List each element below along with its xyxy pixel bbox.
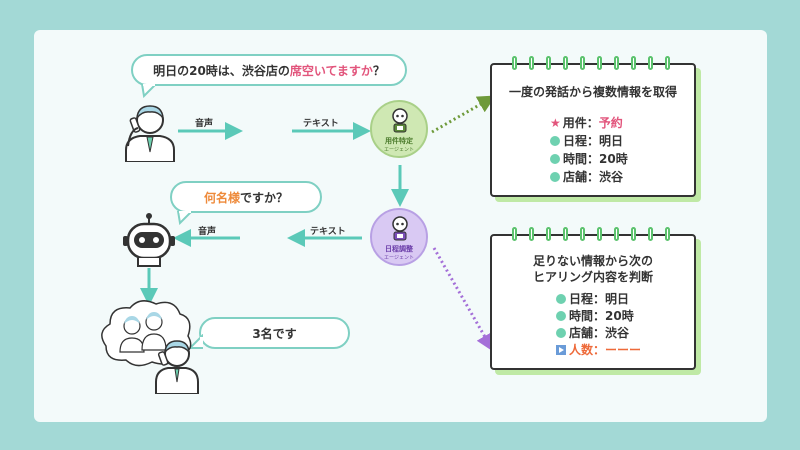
speech-bubble-robot: 何名様ですか？ [170, 181, 322, 213]
dot-icon [556, 327, 566, 338]
agent-schedule-name: 日程調整 [385, 245, 413, 253]
card1-item-time: 時間：20時 [550, 150, 628, 167]
dot-icon [556, 293, 566, 304]
q1-part-g: ？ [372, 63, 385, 78]
label-voice-mid: 音声 [198, 227, 217, 237]
q1-part-e: の [277, 63, 290, 78]
label-text-top: テキスト [303, 119, 339, 129]
dot-icon [550, 171, 560, 182]
info-card-missing: 足りない情報から次の ヒアリング内容を判断 日程：明日 時間：20時 店舗：渋谷… [490, 227, 696, 370]
robot-icon [123, 213, 175, 267]
card2-item-people: 人数：ーーー [556, 341, 641, 358]
q2-part-a: 何名様 [203, 190, 240, 205]
q1-part-c: は、 [217, 63, 242, 78]
dot-icon [550, 153, 560, 164]
speech-bubble-answer: 3名です [199, 317, 350, 349]
star-icon: ★ [550, 115, 561, 130]
bubble-tail-1 [140, 84, 158, 98]
card1-item-store: 店舗：渋谷 [550, 168, 623, 185]
q1-part-d: 渋谷店 [241, 63, 278, 78]
dotted-to-card1 [431, 95, 496, 134]
person-on-phone-icon [125, 105, 175, 162]
q1-part-a: 明日の [153, 63, 190, 78]
bubble-tail-3 [190, 334, 203, 349]
q2-part-b: ですか？ [240, 190, 289, 205]
label-text-mid: テキスト [310, 227, 346, 237]
card2-item-store: 店舗：渋谷 [556, 324, 629, 341]
agent-identify: 用件特定 エージェント [370, 100, 428, 158]
agent-robot-icon [392, 108, 408, 133]
person-group-thinking-icon [101, 300, 199, 394]
q1-part-f: 席空いてますか [289, 63, 373, 78]
agent-schedule: 日程調整 エージェント [370, 208, 428, 266]
q3-text: 3名です [252, 326, 297, 341]
agent-robot-icon [392, 216, 408, 241]
card2-title-line1: 足りない情報から次の [532, 254, 653, 268]
agent-identify-sub: エージェント [384, 147, 414, 153]
label-voice-top: 音声 [195, 119, 214, 129]
play-icon [556, 344, 566, 355]
dotted-to-card2 [432, 247, 494, 352]
card2-title-line2: ヒアリング内容を判断 [532, 270, 653, 284]
agent-schedule-sub: エージェント [384, 255, 414, 261]
card1-item-date: 日程：明日 [550, 132, 623, 149]
dot-icon [550, 135, 560, 146]
bubble-tail-2 [176, 211, 194, 225]
dot-icon [556, 310, 566, 321]
card1-title: 一度の発話から複数情報を取得 [508, 85, 677, 99]
card2-item-date: 日程：明日 [556, 290, 629, 307]
card2-item-time: 時間：20時 [556, 307, 634, 324]
agent-identify-name: 用件特定 [385, 137, 413, 145]
q1-part-b: 20時 [189, 63, 218, 78]
card1-item-purpose: ★用件：予約 [550, 115, 623, 131]
info-card-acquired: 一度の発話から複数情報を取得 ★用件：予約 日程：明日 時間：20時 店舗：渋谷 [490, 56, 696, 197]
